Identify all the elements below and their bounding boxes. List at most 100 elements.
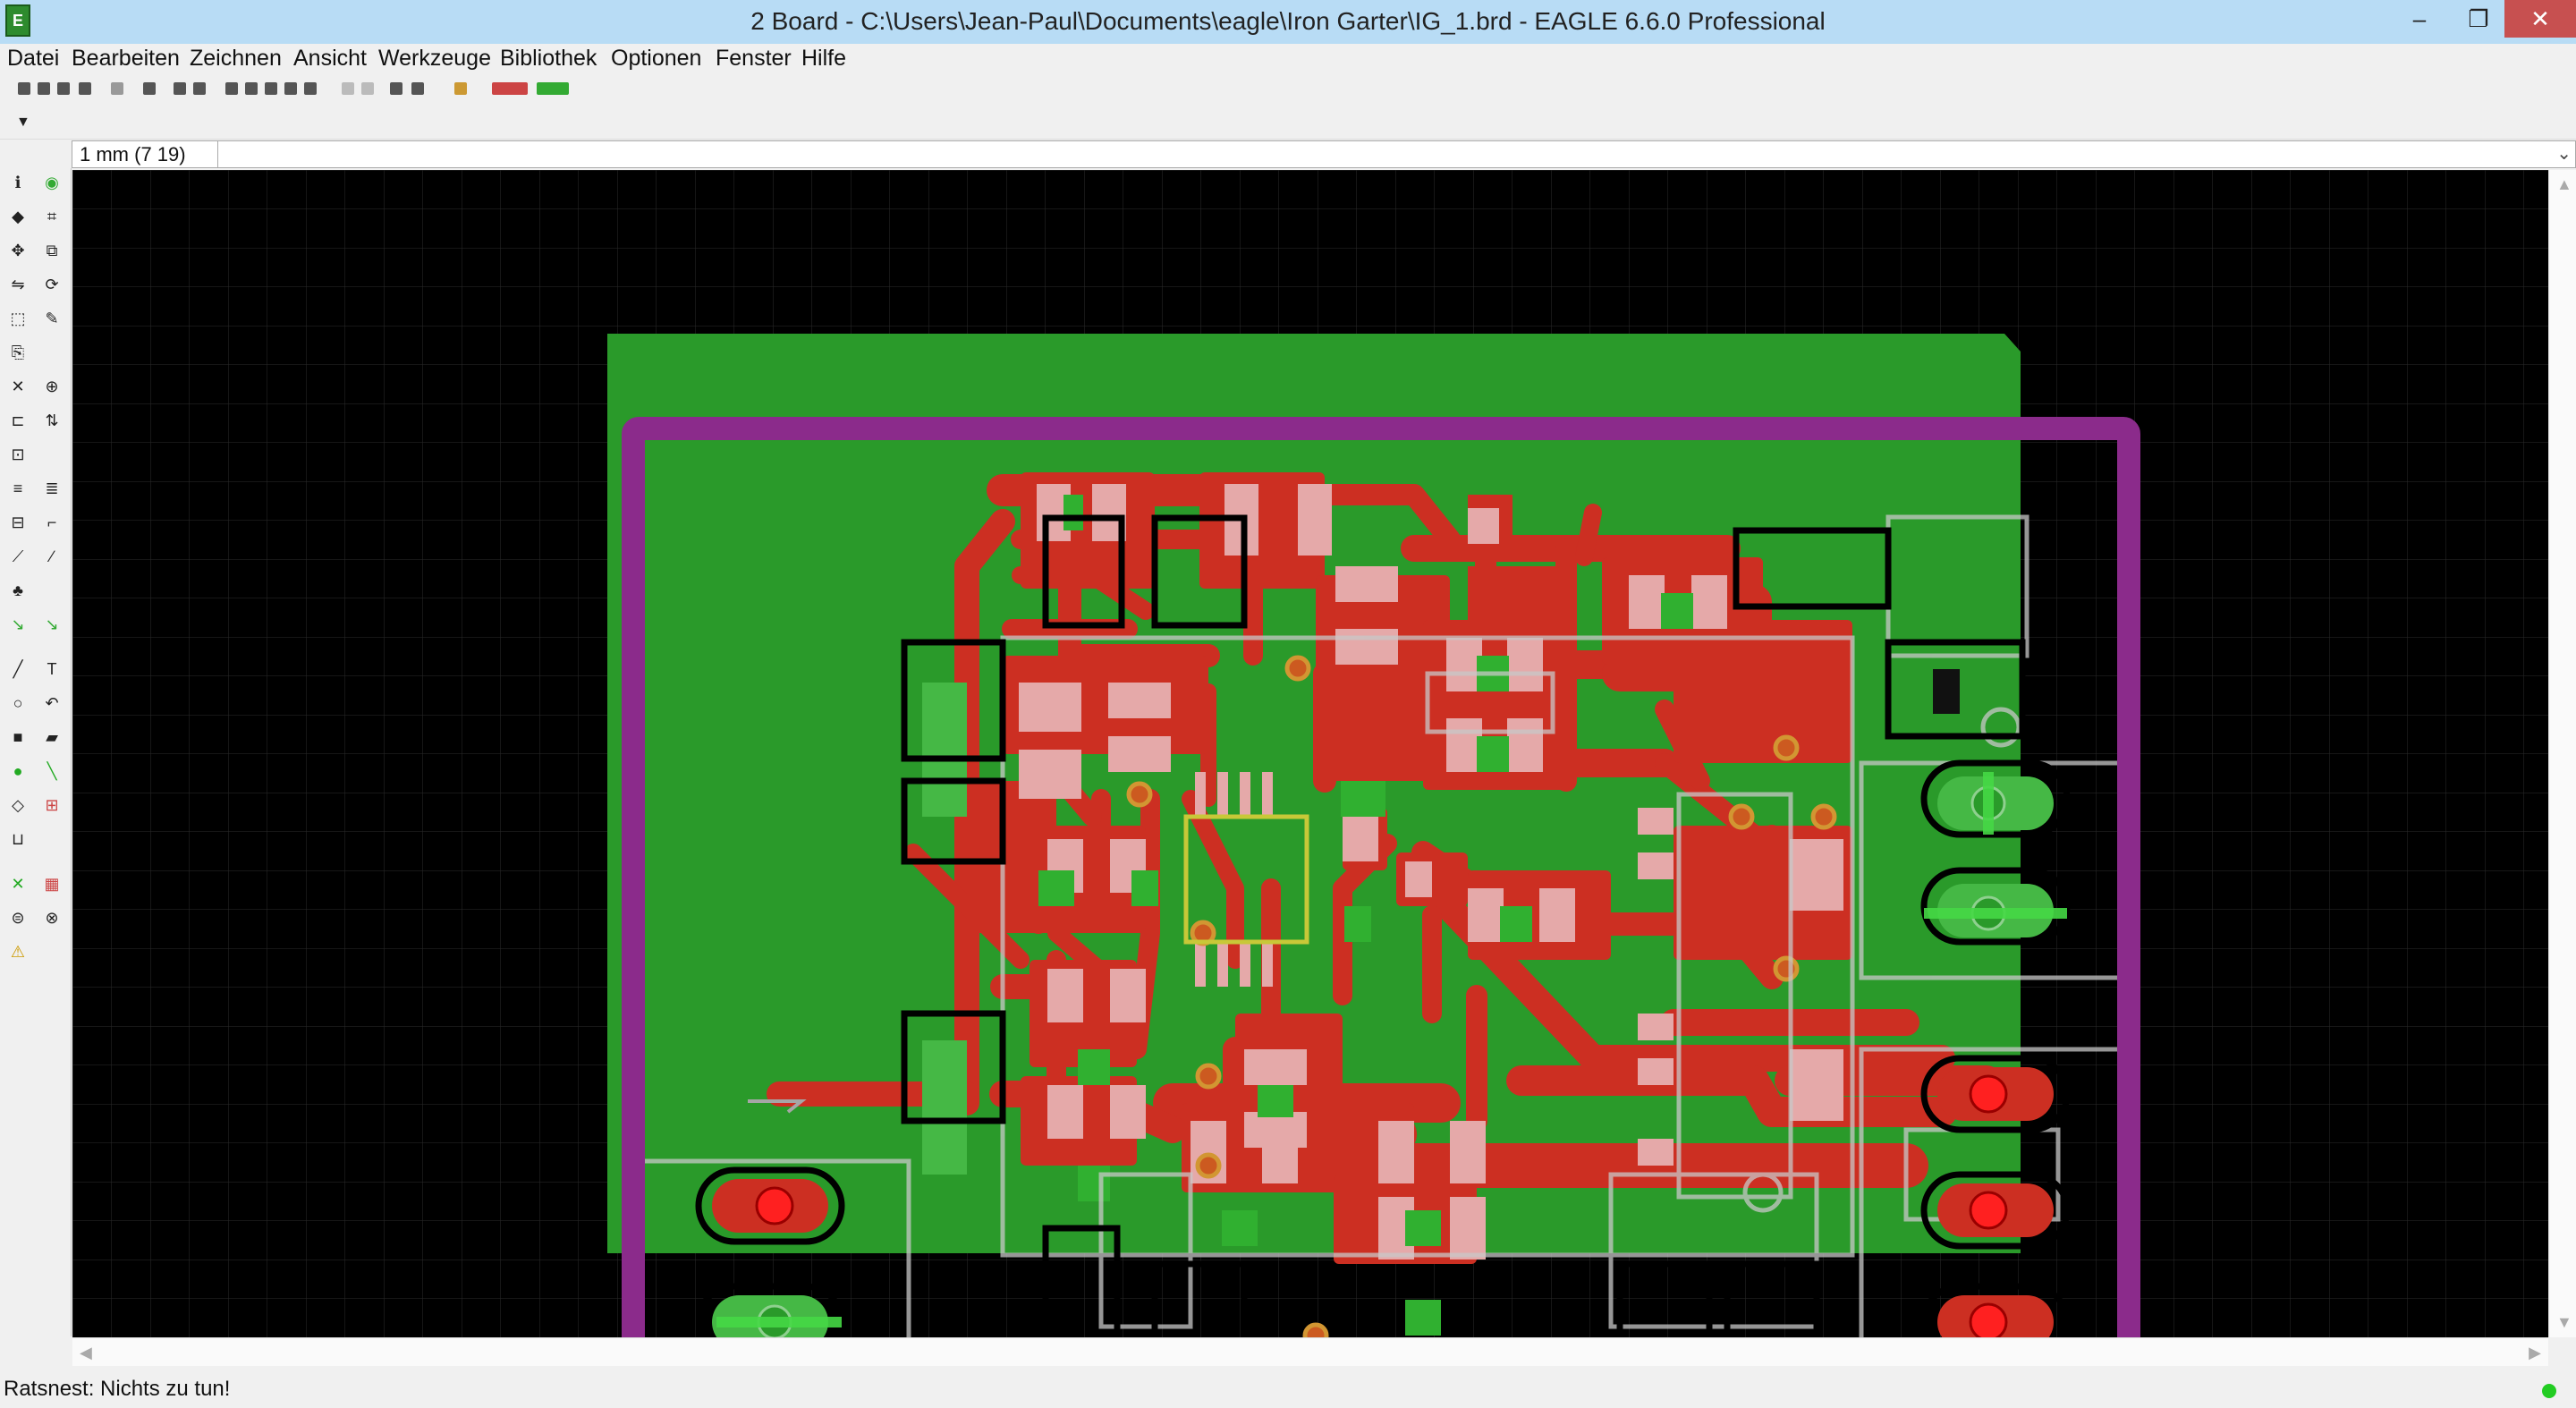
menu-zeichnen[interactable]: Zeichnen [190,46,282,71]
part-center [1131,870,1158,906]
command-history-dropdown[interactable]: ⌄ [2556,144,2572,164]
name-icon[interactable]: ⊏ [11,411,25,429]
parameter-toolbar: ▼ [0,106,2576,140]
close-button[interactable]: ✕ [2504,0,2576,38]
pad [1790,839,1843,911]
mirror-icon[interactable]: ⇋ [11,276,25,293]
route-icon[interactable]: ♣ [13,581,23,599]
optimize-icon[interactable]: ⟋ [12,547,24,565]
signal-icon[interactable]: ╲ [47,762,57,780]
pad [1638,808,1674,835]
redo-icon[interactable] [361,82,374,95]
pcb-service-icon[interactable] [537,82,569,95]
thp-hole [1969,1191,2008,1230]
run-icon[interactable] [174,82,186,95]
pad [1468,508,1499,544]
ratsnest-icon[interactable]: ✕ [11,875,25,893]
menu-optionen[interactable]: Optionen [611,46,702,71]
part-center [922,1040,967,1175]
zoom-out-icon[interactable] [265,82,277,95]
mark-icon[interactable]: ⌗ [47,208,57,225]
go-icon[interactable] [411,82,424,95]
rotate-icon[interactable]: ⟳ [45,276,59,293]
drc-icon[interactable]: ⊜ [11,909,25,927]
scroll-right-icon[interactable]: ▶ [2529,1344,2541,1361]
display-icon[interactable]: ◆ [12,208,24,225]
ripup-icon[interactable]: ↘ [11,615,25,633]
via [1810,803,1837,830]
ulp-icon[interactable] [193,82,206,95]
keepout [1724,1260,1820,1337]
circle-icon[interactable]: ○ [13,694,23,712]
slice-icon[interactable]: ∕ [50,547,54,565]
warning-icon[interactable]: ⚠ [10,943,26,961]
ic-pin [1195,942,1206,987]
hole-icon[interactable]: ◇ [12,796,24,814]
dimension-icon[interactable]: ⊔ [11,830,25,848]
scroll-up-icon[interactable]: ▲ [2556,175,2572,193]
help-icon[interactable] [454,82,467,95]
smash-icon[interactable]: ≡ [13,479,23,497]
cam-icon[interactable] [79,82,91,95]
menu-werkzeuge[interactable]: Werkzeuge [378,46,491,71]
paste-icon[interactable]: ⎘ [11,344,25,361]
maximize-button[interactable]: ❐ [2468,5,2489,32]
zoom-fit-icon[interactable] [225,82,238,95]
show-icon[interactable]: ◉ [45,174,59,191]
horizontal-scrollbar[interactable]: ◀ ▶ [72,1337,2548,1366]
menu-hilfe[interactable]: Hilfe [801,46,847,71]
move-icon[interactable]: ✥ [11,242,25,259]
design-link-icon[interactable] [492,82,528,95]
scroll-left-icon[interactable]: ◀ [80,1344,92,1361]
add-icon[interactable]: ⊕ [45,377,59,395]
board-canvas[interactable] [72,170,2548,1337]
scroll-down-icon[interactable]: ▼ [2556,1313,2572,1331]
print-icon[interactable] [57,82,70,95]
rect-icon[interactable]: ■ [13,728,23,746]
change-icon[interactable]: ✎ [45,310,59,327]
pad [1638,1139,1674,1166]
menu-bar: Datei Bearbeiten Zeichnen Ansicht Werkze… [0,44,2576,73]
thp-hole [1969,1074,2008,1114]
text-icon[interactable]: T [47,660,57,678]
menu-ansicht[interactable]: Ansicht [293,46,367,71]
auto-icon[interactable]: ▦ [44,875,60,893]
delete-icon[interactable]: ✕ [11,377,25,395]
group-icon[interactable]: ⬚ [10,310,26,327]
pad [1790,1049,1843,1121]
lock-icon[interactable]: ⊡ [11,445,25,463]
pad [1108,736,1171,772]
open-icon[interactable] [18,82,30,95]
attribute-icon[interactable]: ⊞ [45,796,59,814]
stop-icon[interactable] [390,82,402,95]
info-icon[interactable]: ℹ [14,174,21,191]
menu-fenster[interactable]: Fenster [716,46,792,71]
replace-icon[interactable]: ≣ [45,479,59,497]
value-icon[interactable]: ⇅ [45,411,59,429]
zoom-select-icon[interactable] [304,82,317,95]
errors-icon[interactable]: ⊗ [45,909,59,927]
undo-icon[interactable] [342,82,354,95]
script-icon[interactable] [143,82,156,95]
pad [1507,718,1543,772]
command-input[interactable] [225,141,2551,167]
board-schematic-icon[interactable] [111,82,123,95]
minimize-button[interactable]: – [2412,5,2427,32]
copy-icon[interactable]: ⧉ [46,242,58,259]
split-icon[interactable]: ⊟ [11,513,25,531]
arc-icon[interactable]: ↶ [45,694,59,712]
menu-datei[interactable]: Datei [7,46,60,71]
wire-icon[interactable]: ╱ [13,660,23,678]
vertical-scrollbar[interactable]: ▲ ▼ [2548,170,2576,1337]
polygon-icon[interactable]: ▰ [46,728,58,746]
zoom-redraw-icon[interactable] [284,82,297,95]
autoroute-icon[interactable]: ↘ [45,615,59,633]
parameter-dropdown[interactable]: ▼ [16,115,30,130]
menu-bearbeiten[interactable]: Bearbeiten [72,46,180,71]
save-icon[interactable] [38,82,50,95]
ic-pin [1262,942,1273,987]
miter-icon[interactable]: ⌐ [47,513,57,531]
via-icon[interactable]: ● [13,762,23,780]
zoom-in-icon[interactable] [245,82,258,95]
menu-bibliothek[interactable]: Bibliothek [500,46,597,71]
